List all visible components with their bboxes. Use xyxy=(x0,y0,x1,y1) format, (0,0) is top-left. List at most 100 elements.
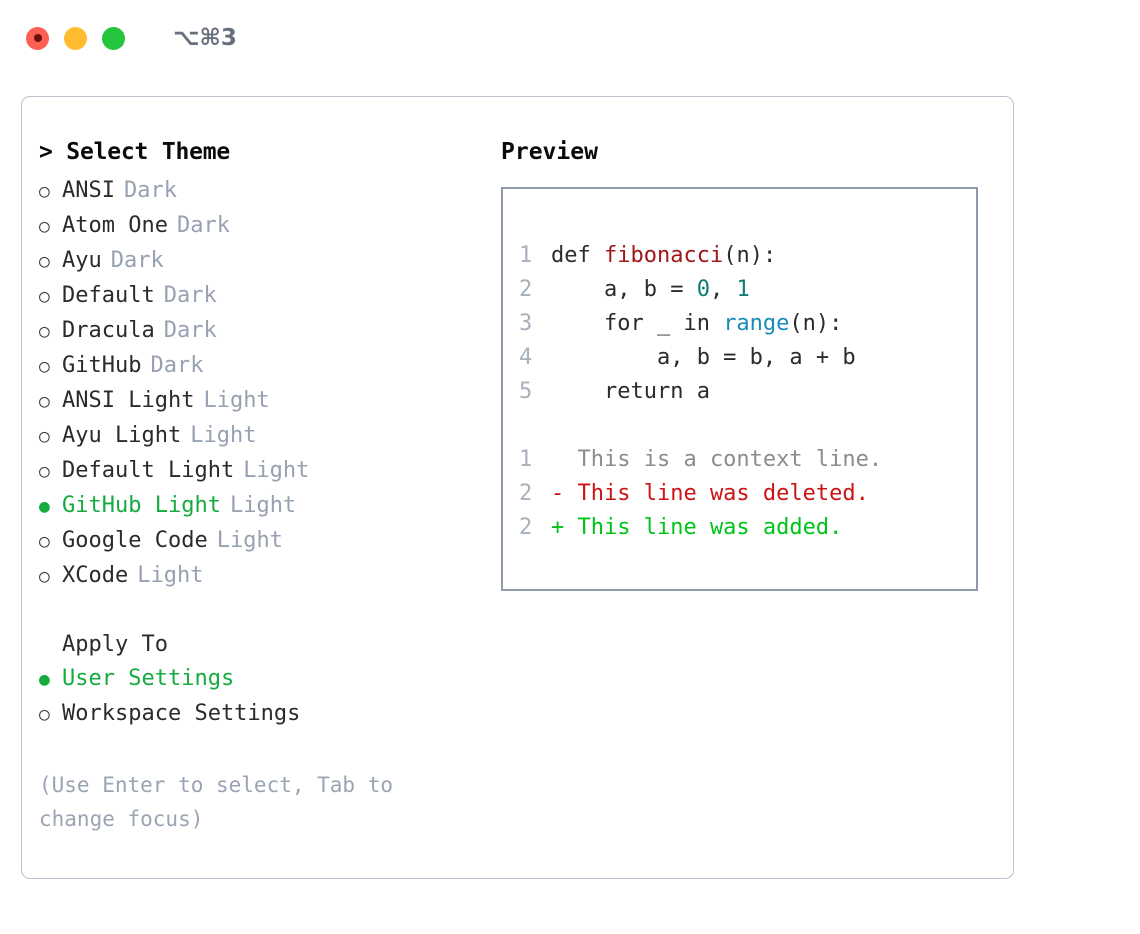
theme-variant-tag: Dark xyxy=(176,213,230,238)
theme-option[interactable]: ○ XCode Light xyxy=(39,559,484,594)
code-token: 0 xyxy=(696,277,710,302)
code-line: 5 return a xyxy=(519,375,976,409)
radio-unselected-icon: ○ xyxy=(39,181,50,202)
apply-to-heading: Apply To xyxy=(62,632,168,657)
apply-to-list[interactable]: ● User Settings ○ Workspace Settings xyxy=(39,662,484,732)
radio-unselected-icon: ○ xyxy=(39,426,50,447)
radio-unselected-icon: ○ xyxy=(39,566,50,587)
theme-variant-tag: Light xyxy=(203,388,270,413)
line-number: 2 xyxy=(519,277,533,302)
radio-unselected-icon: ○ xyxy=(39,216,50,237)
theme-option-label: Atom One xyxy=(62,213,168,238)
theme-option-label: Ayu xyxy=(62,248,102,273)
line-number: 5 xyxy=(519,379,533,404)
theme-option-label: GitHub Light xyxy=(62,493,221,518)
select-theme-heading: > Select Theme xyxy=(39,139,231,165)
radio-unselected-icon: ○ xyxy=(39,391,50,412)
code-token: range xyxy=(723,311,790,336)
diff-line: 2- This line was deleted. xyxy=(519,477,976,511)
code-token: a, b = xyxy=(551,277,697,302)
theme-variant-tag: Dark xyxy=(110,248,164,273)
code-line: 3 for _ in range(n): xyxy=(519,307,976,341)
theme-variant-tag: Dark xyxy=(163,283,217,308)
radio-unselected-icon: ○ xyxy=(39,356,50,377)
minimize-window-button[interactable] xyxy=(64,26,87,50)
line-number: 1 xyxy=(519,447,533,472)
code-token: (n): xyxy=(723,243,777,268)
theme-option-label: Google Code xyxy=(62,528,208,553)
theme-option-label: Ayu Light xyxy=(62,423,182,448)
diff-line: 2+ This line was added. xyxy=(519,511,976,545)
diff-line-text: This is a context line. xyxy=(551,447,883,472)
diff-line-text: - This line was deleted. xyxy=(551,481,869,506)
spacer xyxy=(519,409,976,443)
line-number: 2 xyxy=(519,515,533,540)
code-line-content: return a xyxy=(551,375,710,409)
theme-variant-tag: Light xyxy=(243,458,310,483)
theme-option[interactable]: ○ Ayu Light Light xyxy=(39,419,484,454)
code-line: 2 a, b = 0, 1 xyxy=(519,273,976,307)
apply-to-option[interactable]: ○ Workspace Settings xyxy=(39,697,484,732)
radio-unselected-icon: ○ xyxy=(39,321,50,342)
theme-variant-tag: Light xyxy=(229,493,297,518)
diff-sample: 1 This is a context line.2- This line wa… xyxy=(519,443,976,545)
code-line-content: for _ in range(n): xyxy=(551,307,842,341)
theme-option[interactable]: ○ Default Light Light xyxy=(39,454,484,489)
radio-unselected-icon: ○ xyxy=(39,251,50,272)
theme-option[interactable]: ○ Atom One Dark xyxy=(39,209,484,244)
theme-option-label: Default Light xyxy=(62,458,235,483)
theme-option-label: Dracula xyxy=(62,318,155,343)
theme-option-label: ANSI xyxy=(62,178,115,203)
radio-unselected-icon: ○ xyxy=(39,461,50,482)
radio-selected-icon: ● xyxy=(39,669,50,690)
theme-option-label: GitHub xyxy=(62,353,142,378)
theme-option[interactable]: ○ Dracula Dark xyxy=(39,314,484,349)
code-token: fibonacci xyxy=(603,243,724,268)
diff-line: 1 This is a context line. xyxy=(519,443,976,477)
maximize-window-button[interactable] xyxy=(102,26,125,50)
apply-to-option[interactable]: ● User Settings xyxy=(39,662,484,697)
title-bar: ⌥⌘3 xyxy=(0,0,1140,76)
apply-to-option-label: Workspace Settings xyxy=(62,701,301,726)
theme-variant-tag: Light xyxy=(137,563,204,588)
code-line: 4 a, b = b, a + b xyxy=(519,341,976,375)
spacer xyxy=(39,594,484,628)
radio-unselected-icon: ○ xyxy=(39,704,50,725)
preview-heading: Preview xyxy=(501,139,598,165)
window-controls xyxy=(26,26,125,50)
close-window-button[interactable] xyxy=(26,26,49,50)
line-number: 4 xyxy=(519,345,533,370)
theme-variant-tag: Dark xyxy=(163,318,217,343)
theme-variant-tag: Dark xyxy=(123,178,177,203)
code-line-content: a, b = 0, 1 xyxy=(551,273,750,307)
radio-unselected-icon: ○ xyxy=(39,531,50,552)
theme-variant-tag: Light xyxy=(216,528,283,553)
code-token: , xyxy=(709,277,737,302)
apply-to-option-label: User Settings xyxy=(62,666,235,691)
code-token: 1 xyxy=(736,277,750,302)
theme-option[interactable]: ○ ANSI Light Light xyxy=(39,384,484,419)
code-token: (n): xyxy=(789,311,843,336)
theme-option-label: ANSI Light xyxy=(62,388,195,413)
theme-option[interactable]: ○ Google Code Light xyxy=(39,524,484,559)
keyboard-hint-text: (Use Enter to select, Tab to change focu… xyxy=(39,773,406,831)
keyboard-shortcut-label: ⌥⌘3 xyxy=(173,25,237,51)
theme-option[interactable]: ○ ANSI Dark xyxy=(39,174,484,209)
code-line-content: def fibonacci(n): xyxy=(551,239,776,273)
theme-variant-tag: Light xyxy=(190,423,257,448)
theme-option-label: Default xyxy=(62,283,155,308)
theme-option[interactable]: ○ Ayu Dark xyxy=(39,244,484,279)
code-token: a, b = b, a + b xyxy=(551,345,856,370)
line-number: 3 xyxy=(519,311,533,336)
theme-option-label: XCode xyxy=(62,563,129,588)
